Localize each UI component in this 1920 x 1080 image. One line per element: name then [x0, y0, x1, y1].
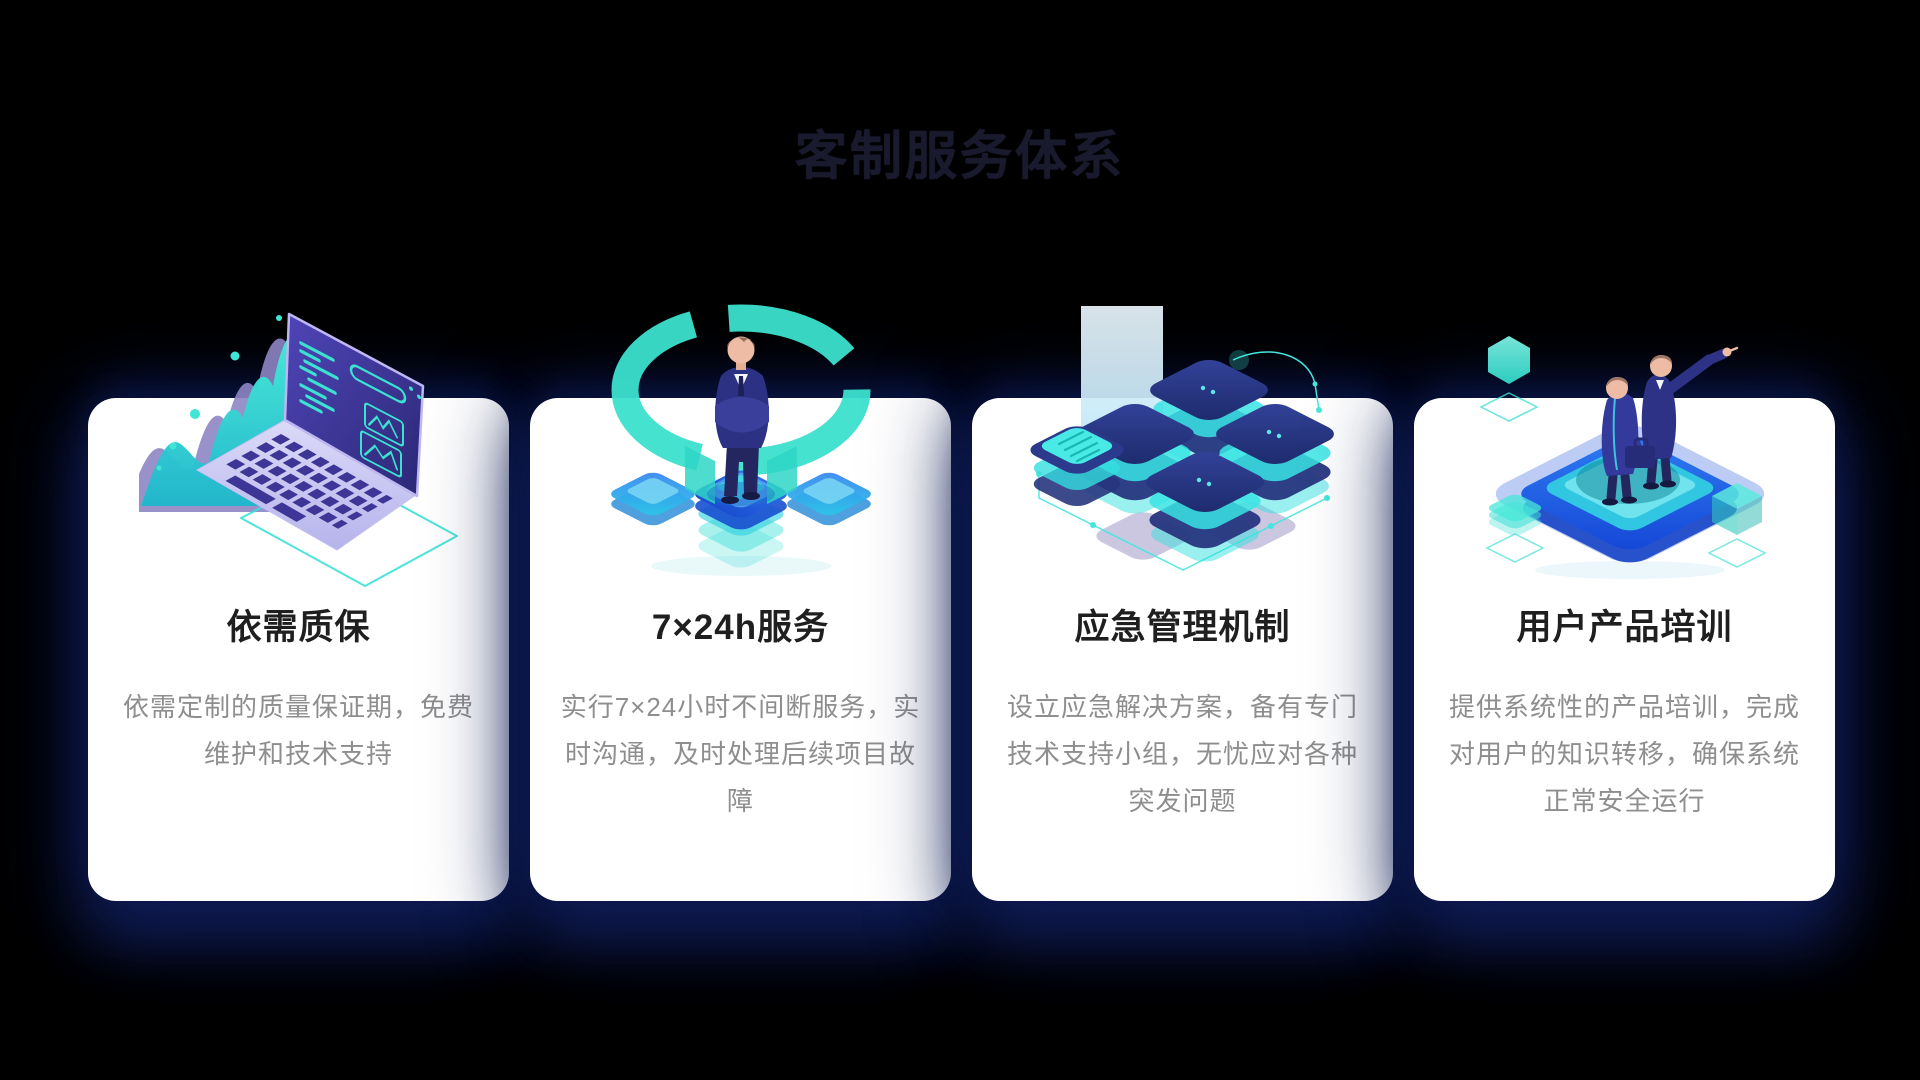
service-card-247: 7×24h服务 实行7×24小时不间断服务，实时沟通，及时处理后续项目故障	[530, 304, 951, 901]
card-description: 依需定制的质量保证期，免费维护和技术支持	[122, 692, 474, 769]
card-title: 7×24h服务	[651, 608, 830, 647]
laptop-illustration-svg	[138, 312, 458, 587]
man-in-service-ring-illustration	[581, 298, 901, 588]
server-stack-illustration-svg	[1029, 306, 1334, 571]
service-card-quality: 依需质保 依需定制的质量保证期，免费维护和技术支持	[88, 312, 509, 901]
team-on-platform-illustration	[1465, 298, 1785, 588]
support-ring-illustration-svg	[610, 304, 871, 576]
training-illustration-svg	[1478, 336, 1767, 579]
section-title: 客制服务体系	[794, 128, 1125, 186]
card-description: 实行7×24小时不间断服务，实时沟通，及时处理后续项目故障	[560, 692, 921, 816]
card-description: 提供系统性的产品培训，完成对用户的知识转移，确保系统正常安全运行	[1448, 692, 1800, 816]
service-card-emergency: 应急管理机制 设立应急解决方案，备有专门技术支持小组，无忧应对各种突发问题	[972, 306, 1393, 901]
service-card-training: 用户产品培训 提供系统性的产品培训，完成对用户的知识转移，确保系统正常安全运行	[1414, 336, 1835, 901]
card-title: 依需质保	[226, 608, 371, 647]
server-stack-illustration	[1023, 298, 1343, 588]
card-title: 应急管理机制	[1074, 608, 1291, 647]
card-description: 设立应急解决方案，备有专门技术支持小组，无忧应对各种突发问题	[1006, 692, 1358, 816]
laptop-analytics-illustration	[138, 298, 459, 588]
card-title: 用户产品培训	[1516, 608, 1733, 647]
service-cards-row: 依需质保 依需定制的质量保证期，免费维护和技术支持	[88, 304, 1835, 901]
